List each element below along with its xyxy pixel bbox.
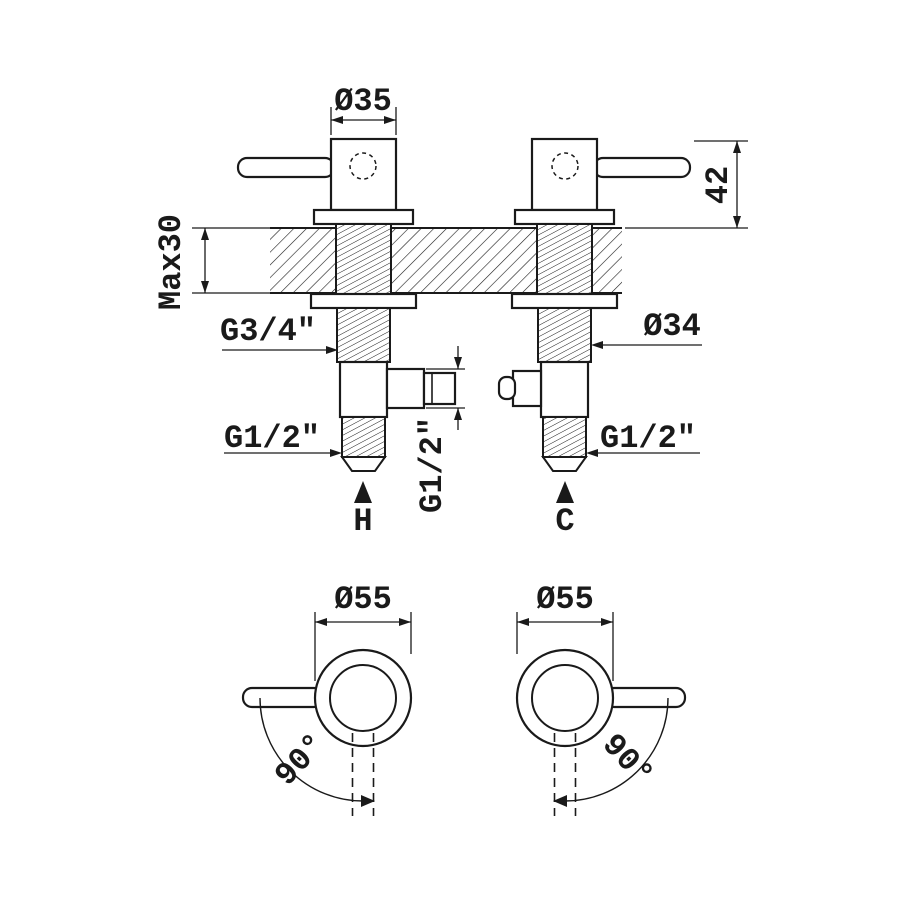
right-stub-knob xyxy=(497,375,517,401)
left-plan-handle xyxy=(241,686,325,709)
left-locknut xyxy=(309,292,418,310)
max30-dimension: Max30 xyxy=(153,214,270,310)
g12-outlet-label: G1/2" xyxy=(414,417,451,513)
right-locknut xyxy=(510,292,619,310)
left-plan-inner-circle xyxy=(329,664,397,732)
right-bottom-thread xyxy=(542,416,587,458)
right-escutcheon xyxy=(513,208,616,226)
left-lower-body xyxy=(338,360,389,419)
right-valve-body xyxy=(530,137,599,212)
arrowhead-up xyxy=(733,141,741,153)
arrowhead-up xyxy=(454,408,462,420)
g12-left-label-leader: G1/2" xyxy=(224,420,342,457)
dia34-label-leader: Ø34 xyxy=(591,308,702,349)
left-outlet-cap xyxy=(422,371,457,406)
arrowhead-right xyxy=(601,618,613,626)
right-lower-body xyxy=(539,360,590,419)
left-rotation-arc xyxy=(259,697,364,802)
arrowhead-down xyxy=(733,216,741,228)
g12-right-label: G1/2" xyxy=(600,420,696,457)
wall-hatch-middle xyxy=(391,228,537,293)
height42-label: 42 xyxy=(700,166,737,204)
arrowhead-right xyxy=(384,116,396,124)
arrowhead-right xyxy=(330,449,342,457)
left-arc-arrowhead xyxy=(361,795,375,807)
right-pipe-thread xyxy=(537,307,592,363)
right-side-stub xyxy=(511,369,543,408)
wall-hatch-right xyxy=(592,228,622,293)
left-pipe-thread xyxy=(336,307,391,363)
right-rotation-arc xyxy=(564,697,669,802)
dia35-label: Ø35 xyxy=(334,83,392,120)
arrowhead-left xyxy=(586,449,598,457)
g34-label: G3/4" xyxy=(220,313,316,350)
dia55-right-label: Ø55 xyxy=(536,581,594,618)
arrowhead-left xyxy=(591,341,603,349)
arrowhead-down xyxy=(454,357,462,369)
dia34-label: Ø34 xyxy=(643,308,701,345)
right-plan-inner-circle xyxy=(531,664,599,732)
cold-flow-arrow xyxy=(556,481,574,503)
right-plan-handle xyxy=(603,686,687,709)
left-handle-lever xyxy=(236,156,336,179)
wall-hatch-left xyxy=(270,228,336,293)
left-setscrew-hidden-circle xyxy=(349,152,377,180)
height42-dimension: 42 xyxy=(625,140,748,229)
cold-label: C xyxy=(555,503,574,540)
max30-label: Max30 xyxy=(153,214,190,310)
right-wall-tube-thread xyxy=(536,223,593,295)
right-thread-taper xyxy=(541,456,588,472)
g12-outlet-dimension: G1/2" xyxy=(414,346,465,513)
left-rotation-label: 90° xyxy=(268,727,334,794)
arrowhead-right xyxy=(326,346,338,354)
right-valve-top: 90° xyxy=(515,648,687,816)
arrowhead-down xyxy=(201,281,209,293)
left-escutcheon xyxy=(312,208,415,226)
top-view: Ø55 90° Ø55 xyxy=(241,581,687,816)
hot-label: H xyxy=(353,503,372,540)
right-valve-front xyxy=(497,137,692,472)
arrowhead-left xyxy=(315,618,327,626)
dia55-left-dimension: Ø55 xyxy=(314,581,412,681)
arrowhead-left xyxy=(331,116,343,124)
left-wall-tube-thread xyxy=(335,223,392,295)
right-rotation-label: 90° xyxy=(594,727,660,794)
cold-indicator: C xyxy=(555,481,575,540)
arrowhead-right xyxy=(399,618,411,626)
hot-indicator: H xyxy=(353,481,373,540)
hot-flow-arrow xyxy=(354,481,372,503)
left-thread-taper xyxy=(340,456,387,472)
g12-right-label-leader: G1/2" xyxy=(586,420,700,457)
dia55-left-label: Ø55 xyxy=(334,581,392,618)
g34-label-leader: G3/4" xyxy=(220,313,338,354)
arrowhead-up xyxy=(201,228,209,240)
right-arc-arrowhead xyxy=(553,795,567,807)
right-setscrew-hidden-circle xyxy=(551,152,579,180)
front-view: Max30 xyxy=(153,83,748,540)
left-bottom-thread xyxy=(341,416,386,458)
arrowhead-left xyxy=(517,618,529,626)
right-handle-lever xyxy=(592,156,692,179)
left-valve-body xyxy=(329,137,398,212)
dia55-right-dimension: Ø55 xyxy=(516,581,614,681)
left-valve-top: 90° xyxy=(241,648,413,816)
left-side-outlet xyxy=(385,367,426,410)
left-valve-front xyxy=(236,137,457,472)
dia35-dimension: Ø35 xyxy=(330,83,397,135)
g12-left-label: G1/2" xyxy=(224,420,320,457)
